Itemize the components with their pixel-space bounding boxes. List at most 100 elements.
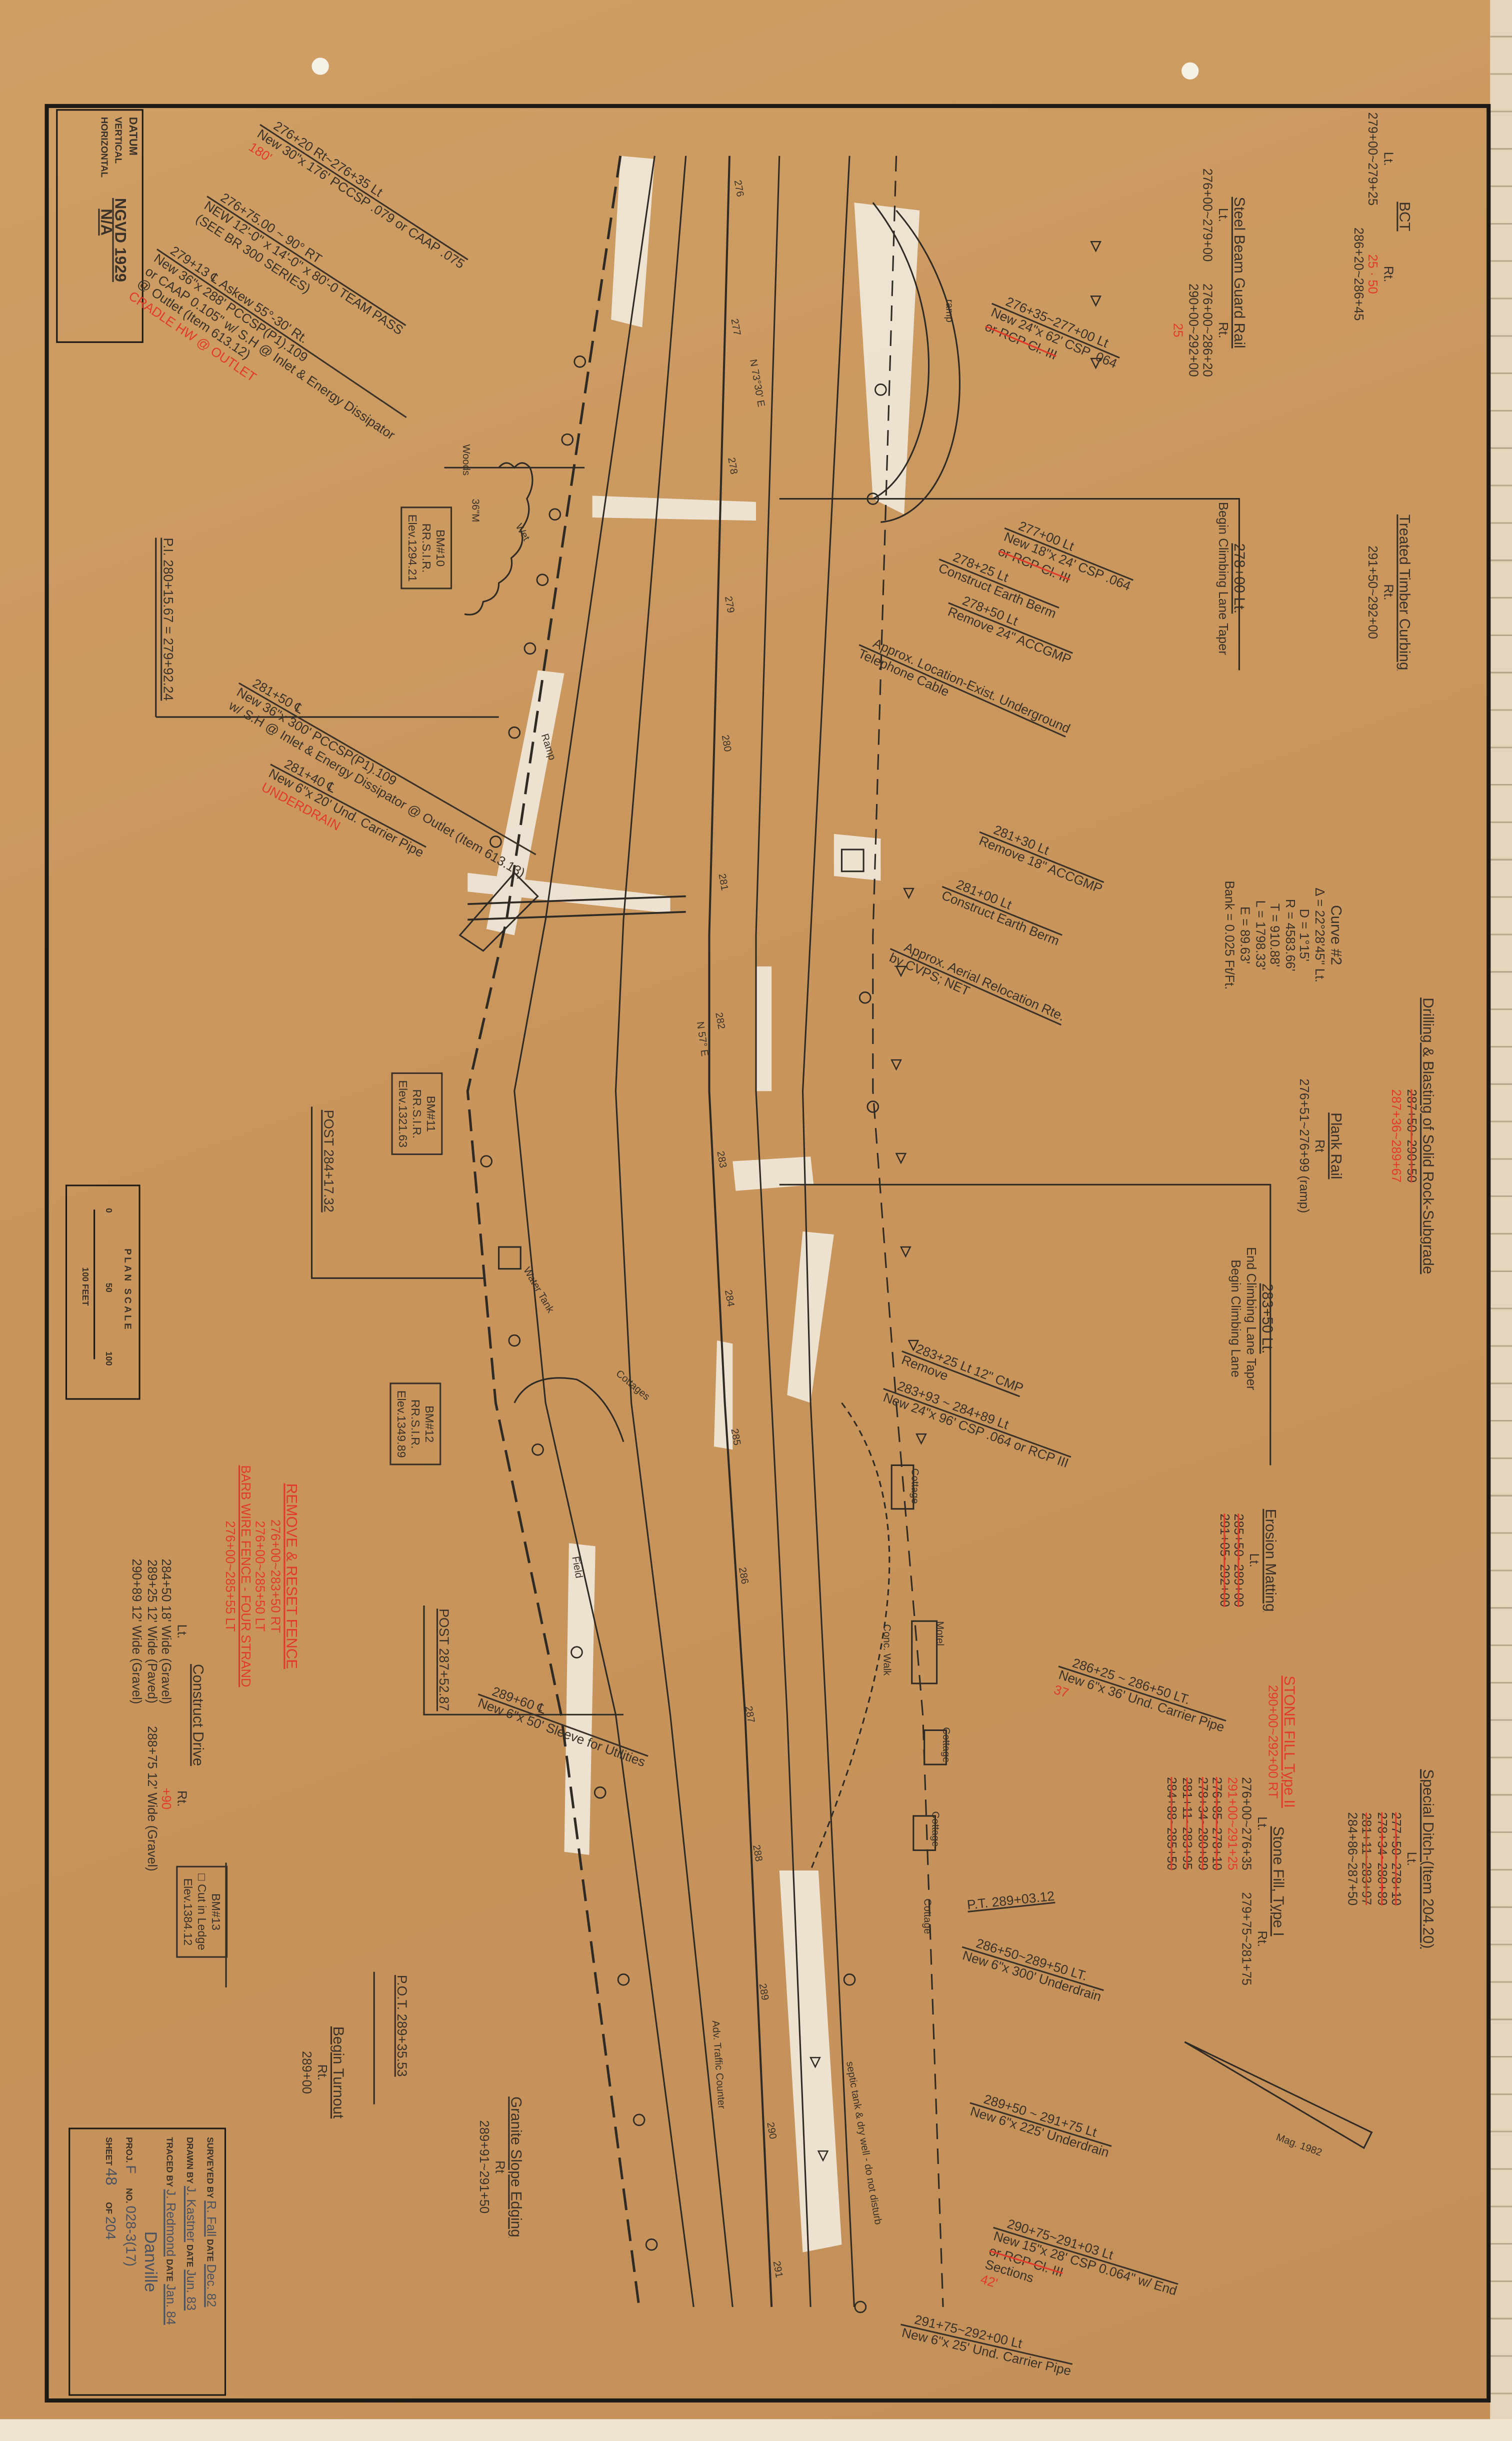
column-side-label: Lt.: [1254, 1816, 1269, 1831]
note-line: 284+88~285+50: [1165, 1776, 1180, 1870]
bench-mark-description: RR.S.I.R.: [410, 1089, 424, 1139]
note-columns: Rt.289+00: [299, 2026, 329, 2118]
woods-outline: [464, 462, 534, 616]
surveyed-date: Dec. 82: [204, 2264, 218, 2308]
note-block: Drilling & Blasting of Solid Rock-Subgra…: [1388, 998, 1436, 1274]
note-line: R = 4583.66': [1282, 898, 1297, 972]
sign-triangles: [810, 240, 1102, 2162]
scale-tick-0: 0: [102, 1208, 112, 1213]
note-columns: Lt.284+50 18' Wide (Gravel)289+25 12' Wi…: [129, 1559, 189, 1872]
note-title: Steel Beam Guard Rail: [1230, 196, 1247, 348]
project-label: PROJ.: [123, 2137, 132, 2163]
note-title: REMOVE & RESET FENCE: [282, 1483, 300, 1670]
bench-mark-elevation: Elev.1321.63: [396, 1080, 410, 1148]
bench-mark-elevation: Elev.1384.12: [180, 1878, 195, 1946]
note-title: Begin Turnout: [328, 2026, 346, 2119]
map-label: Motel: [934, 1621, 945, 1646]
note-column: Lt.284+50 18' Wide (Gravel)289+25 12' Wi…: [129, 1559, 189, 1704]
note-line: 279+75~281+75: [1240, 1892, 1254, 1986]
note-line: 276+00~283+50 RT: [268, 1519, 282, 1634]
utility-poles: [480, 355, 887, 2314]
note-line: 284+86~287+50: [1344, 1812, 1359, 1906]
bench-mark-id: BM#13: [208, 1893, 223, 1930]
centerline: [708, 156, 773, 2307]
note-line: 281+11~283+97: [1360, 1812, 1374, 1906]
map-label: Cottage: [908, 1468, 920, 1504]
note-line: 276+00~286+20: [1200, 284, 1215, 377]
drive-line: [810, 1402, 890, 1871]
drawn-by-label: DRAWN BY: [184, 2137, 194, 2184]
note-line: 289+00: [300, 2050, 314, 2094]
column-side-label: Lt.: [1404, 1852, 1418, 1866]
left-shoulder-line: [514, 156, 694, 2308]
sheet-edge-strip: [1490, 0, 1512, 2420]
cottage-outline: [912, 1815, 936, 1852]
map-label: Cottage: [929, 1811, 940, 1847]
column-side-label: Lt.: [174, 1624, 189, 1639]
note-line: 281+11~283+95: [1180, 1777, 1194, 1870]
bench-mark-id: BM#12: [422, 1406, 436, 1443]
note-line: 276+51~276+99 (ramp): [1298, 1078, 1312, 1214]
sheet-label: SHEET: [102, 2137, 112, 2166]
note-line: 286+20~286+45: [1351, 227, 1366, 321]
note-line: End Climbing Lane Taper: [1244, 1247, 1258, 1390]
note-line: 25 · 50: [1366, 254, 1380, 294]
catch-basin: [840, 848, 864, 872]
station-label: POST 287+52.87: [436, 1608, 452, 1712]
map-label: ramp: [943, 299, 954, 322]
project-value: F: [123, 2165, 139, 2174]
bench-mark-elevation: Elev.1294.21: [405, 514, 420, 582]
title-block: SURVEYED BY R. Fall DATE Dec. 82 DRAWN B…: [68, 2128, 226, 2396]
note-line: 285+50~289+00: [1232, 1514, 1246, 1607]
map-label: Cottage: [940, 1727, 951, 1763]
right-pavement-edge: [755, 156, 812, 2307]
note-title: Special Ditch-(Item 204.20): [1418, 1769, 1436, 1949]
note-title: Granite Slope Edging: [506, 2096, 524, 2238]
column-side-label: Rt.: [1381, 584, 1396, 600]
note-line: +90: [160, 1788, 174, 1810]
note-line: 290+00~292+00: [1186, 284, 1200, 377]
tape-patches: [468, 156, 920, 2252]
note-line: 277+50~278+10: [1389, 1812, 1404, 1906]
note-column: Rt.279+75~281+75: [1164, 1892, 1269, 1986]
note-line: 291+05~292+00: [1217, 1514, 1232, 1607]
right-row-line: [872, 156, 944, 2307]
note-line: L = 1798.33': [1252, 900, 1267, 970]
map-label: Cottage: [921, 1898, 932, 1934]
note-line: 287+36~289+67: [1389, 1089, 1404, 1183]
sheet-border: [44, 104, 1491, 2403]
horizontal-datum-value: N/A: [96, 208, 114, 236]
traced-date: Jan. 84: [164, 2284, 178, 2325]
ramp-line: [872, 202, 930, 500]
cottage-outline: [890, 1464, 914, 1510]
note-line: 276+00~285+55 LT: [223, 1520, 238, 1632]
bench-mark-id: BM#10: [433, 530, 448, 567]
vertical-datum-label: VERTICAL: [112, 116, 122, 164]
column-side-label: Rt: [492, 2160, 507, 2174]
note-column: Rt.289+00: [299, 2051, 329, 2094]
column-side-label: Lt.: [1247, 1553, 1262, 1568]
surveyed-by-value: R. Fall: [204, 2200, 218, 2237]
note-line: Begin Climbing Lane: [1228, 1260, 1243, 1378]
map-label: 36"M: [469, 498, 480, 522]
note-title: Plank Rail: [1326, 1112, 1344, 1180]
note-columns: Rt.291+50~292+00: [1365, 514, 1395, 670]
column-side-label: Rt.: [1254, 1930, 1269, 1947]
note-title: Construct Drive: [188, 1664, 206, 1766]
